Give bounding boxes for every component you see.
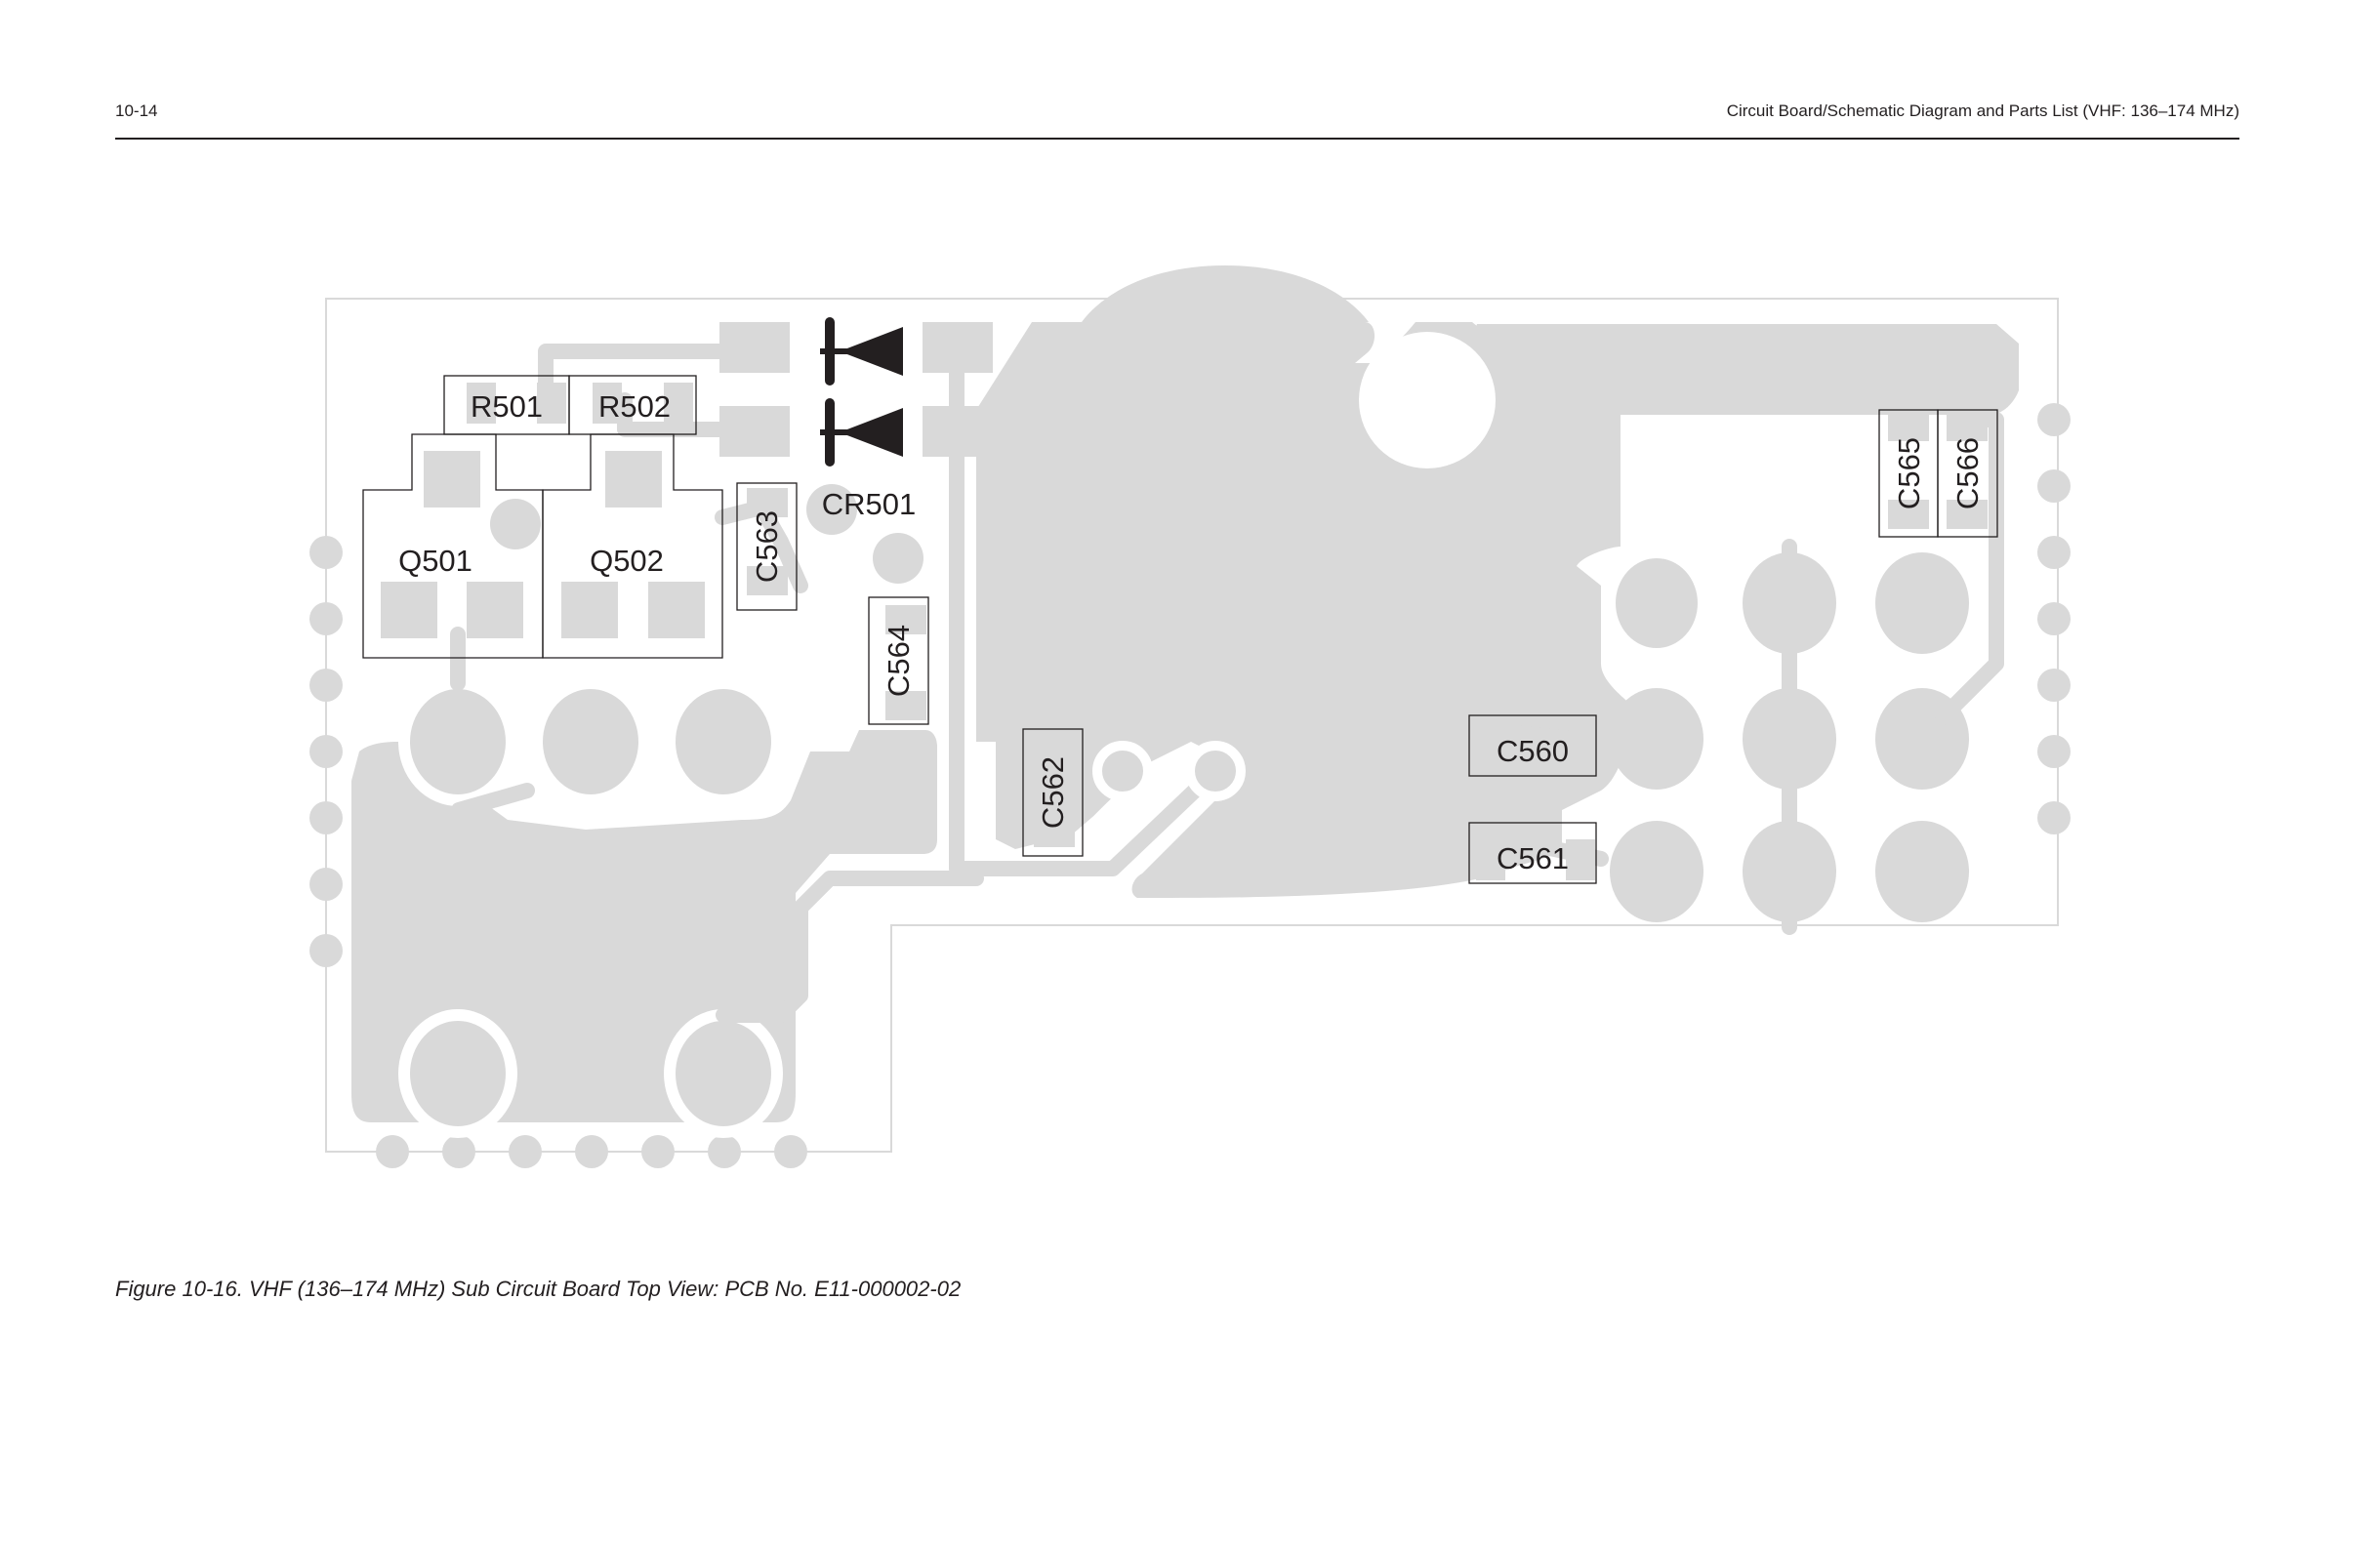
refdes-q501: Q501 <box>398 544 472 578</box>
figure-caption: Figure 10-16. VHF (136–174 MHz) Sub Circ… <box>115 1277 961 1302</box>
refdes-c560: C560 <box>1497 734 1569 768</box>
ground-plane-right <box>976 265 2019 898</box>
refdes-c565: C565 <box>1892 437 1926 509</box>
refdes-r501: R501 <box>471 389 543 424</box>
refdes-c561: C561 <box>1497 841 1569 875</box>
refdes-c562: C562 <box>1036 756 1070 829</box>
refdes-c563: C563 <box>750 510 784 583</box>
refdes-c564: C564 <box>882 625 916 697</box>
refdes-cr501: CR501 <box>822 487 917 521</box>
diode-symbol <box>820 322 903 381</box>
refdes-r502: R502 <box>598 389 671 424</box>
refdes-c566: C566 <box>1950 437 1985 509</box>
diode-symbol <box>820 403 903 462</box>
edge-pads-right <box>2037 403 2071 834</box>
mounting-hole <box>1359 332 1496 468</box>
refdes-q502: Q502 <box>590 544 664 578</box>
